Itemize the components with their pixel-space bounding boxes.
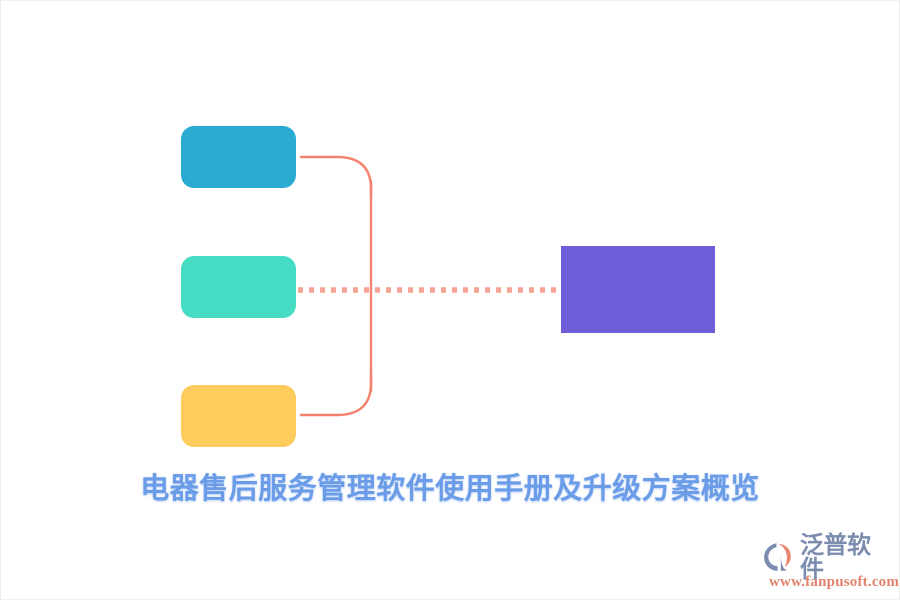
fanpu-logo-icon (764, 543, 791, 571)
page-title: 电器售后服务管理软件使用手册及升级方案概览 (140, 471, 760, 505)
diagram-node-purple[interactable] (561, 246, 715, 333)
connector-yellow-to-spine-path (299, 373, 373, 417)
diagram-node-blue[interactable] (181, 126, 296, 188)
connector-blue-to-spine-path (299, 155, 373, 199)
page-title-container: 电器售后服务管理软件使用手册及升级方案概览 (1, 465, 899, 507)
diagram-node-teal[interactable] (181, 256, 296, 318)
brand-logo-row: 泛普软件 (763, 533, 893, 581)
diagram (1, 1, 899, 471)
brand-logo-name: 泛普软件 (800, 531, 871, 583)
brand-logo-url: www.fanpusoft.com (769, 574, 900, 590)
brand-logo: 泛普软件 www.fanpusoft.com (763, 533, 900, 593)
diagram-node-yellow[interactable] (181, 385, 296, 447)
diagram-connectors (298, 155, 561, 417)
